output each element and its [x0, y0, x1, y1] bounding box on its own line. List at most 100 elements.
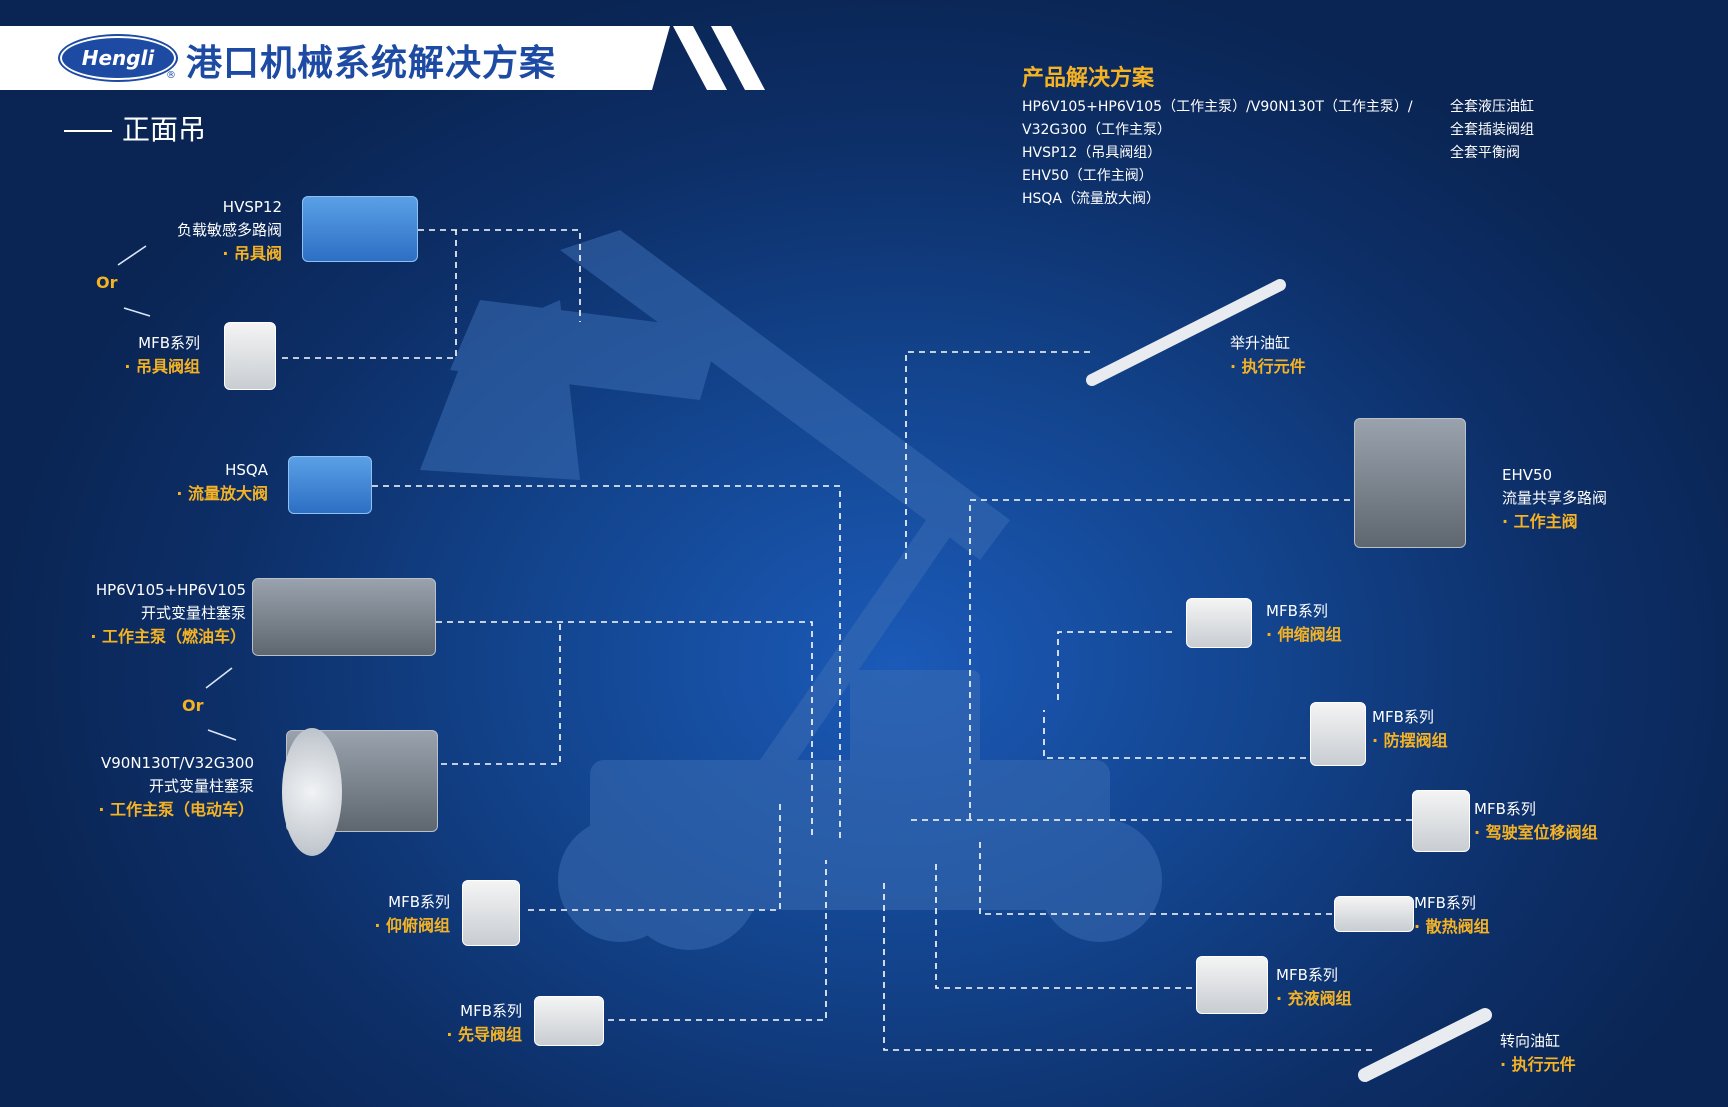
arrow-down-1	[123, 307, 151, 317]
label-name: V90N130T/V32G300	[100, 754, 254, 772]
line-mfb-pilot	[608, 860, 827, 1021]
label-name: MFB系列	[1266, 602, 1328, 620]
mfb-tilt-valve-icon	[462, 880, 520, 946]
label-mfb-fill: MFB系列 · 充液阀组	[1276, 964, 1352, 1010]
page-title: 港口机械系统解决方案	[186, 43, 557, 84]
label-role: · 执行元件	[1500, 1055, 1576, 1074]
label-role: · 充液阀组	[1276, 989, 1352, 1008]
label-v90: V90N130T/V32G300 开式变量柱塞泵 · 工作主泵（电动车）	[98, 752, 254, 821]
label-hvsp12: HVSP12 负载敏感多路阀 · 吊具阀	[177, 196, 282, 265]
label-mfb-pilot: MFB系列 · 先导阀组	[446, 1000, 522, 1046]
wheel-rear	[1038, 818, 1162, 942]
label-mfb-tele: MFB系列 · 伸缩阀组	[1266, 600, 1342, 646]
line-mfb-cool	[979, 840, 1332, 915]
or-label-1: Or	[96, 273, 118, 292]
line-steer-cyl	[883, 880, 1372, 1051]
label-hp6v: HP6V105+HP6V105 开式变量柱塞泵 · 工作主泵（燃油车）	[90, 579, 246, 648]
label-lift-cyl: 举升油缸 · 执行元件	[1230, 332, 1306, 378]
line-mfb-fill	[935, 860, 1192, 989]
hp6v-pump-icon	[252, 578, 436, 656]
label-mfb-sway: MFB系列 · 防摆阀组	[1372, 706, 1448, 752]
label-name: MFB系列	[388, 893, 450, 911]
label-role: · 吊具阀组	[124, 357, 200, 376]
label-mfb-spreader: MFB系列 · 吊具阀组	[124, 332, 200, 378]
label-hsqa: HSQA · 流量放大阀	[176, 459, 268, 505]
line-v90	[430, 622, 561, 765]
v90-pump-flange-icon	[282, 728, 342, 856]
line-mfb-spreader	[282, 230, 457, 359]
solution-item: 全套插装阀组	[1450, 122, 1534, 138]
label-name: MFB系列	[1474, 800, 1536, 818]
line-mfb-tele	[1057, 631, 1172, 700]
solutions-list-1: HP6V105+HP6V105（工作主泵）/V90N130T（工作主泵）/ V3…	[1022, 96, 1413, 211]
line-hsqa	[372, 485, 841, 840]
label-desc: 流量共享多路阀	[1502, 489, 1608, 507]
cylinders	[1086, 279, 1492, 1082]
label-steer-cyl: 转向油缸 · 执行元件	[1500, 1030, 1576, 1076]
solution-item: 全套平衡阀	[1450, 145, 1520, 161]
hengli-logo: Hengli	[60, 36, 176, 80]
label-name: MFB系列	[1276, 966, 1338, 984]
label-name: MFB系列	[1372, 708, 1434, 726]
spreader-arm-shape	[420, 300, 580, 480]
label-role: · 流量放大阀	[176, 484, 268, 503]
label-name: HVSP12	[222, 198, 282, 216]
hsqa-valve-icon	[288, 456, 372, 514]
label-desc: 负载敏感多路阀	[176, 221, 282, 239]
label-desc: 开式变量柱塞泵	[140, 604, 246, 622]
label-mfb-cool: MFB系列 · 散热阀组	[1414, 892, 1490, 938]
mfb-tele-valve-icon	[1186, 598, 1252, 648]
line-hvsp12	[418, 229, 581, 322]
header-banner: Hengli ® 港口机械系统解决方案	[0, 26, 770, 90]
label-name: MFB系列	[1414, 894, 1476, 912]
label-name: HSQA	[225, 461, 268, 479]
or-arrows	[117, 245, 237, 741]
mfb-spreader-valve-icon	[224, 322, 276, 390]
label-name: MFB系列	[138, 334, 200, 352]
subtitle-text: 正面吊	[122, 113, 207, 146]
connector-lines	[282, 229, 1412, 1051]
logo-text: Hengli	[81, 46, 155, 70]
label-name: 转向油缸	[1500, 1032, 1561, 1050]
label-role: · 驾驶室位移阀组	[1474, 823, 1598, 842]
wheel-front-2	[558, 818, 682, 942]
label-role: · 吊具阀	[222, 244, 282, 263]
steer-cylinder-icon	[1358, 1008, 1492, 1082]
reach-stacker-silhouette	[420, 230, 1162, 950]
label-role: · 伸缩阀组	[1266, 625, 1342, 644]
lift-cylinder-icon	[1086, 279, 1286, 386]
arrow-up-2	[205, 667, 233, 689]
line-lift-cyl	[905, 351, 1090, 560]
label-role: · 先导阀组	[446, 1025, 522, 1044]
mfb-fill-valve-icon	[1196, 956, 1268, 1014]
label-name: EHV50	[1502, 466, 1553, 484]
label-mfb-tilt: MFB系列 · 仰俯阀组	[374, 891, 450, 937]
solution-item: HVSP12（吊具阀组）	[1022, 145, 1162, 161]
label-role: · 工作主泵（燃油车）	[90, 627, 246, 646]
label-role: · 工作主泵（电动车）	[98, 800, 254, 819]
solutions-title: 产品解决方案	[1022, 66, 1155, 91]
solution-item: V32G300（工作主泵）	[1022, 122, 1171, 138]
label-name: 举升油缸	[1230, 334, 1291, 352]
ehv50-valve-icon	[1354, 418, 1466, 548]
solutions-list-2: 全套液压油缸 全套插装阀组 全套平衡阀	[1450, 96, 1534, 165]
line-ehv50	[969, 499, 1350, 820]
label-role: · 防摆阀组	[1372, 731, 1448, 750]
solution-item: 全套液压油缸	[1450, 99, 1534, 115]
subtitle-dash	[64, 130, 112, 132]
or-label-2: Or	[182, 696, 204, 715]
mfb-pilot-valve-icon	[534, 996, 604, 1046]
arrow-down-2	[207, 729, 237, 741]
arrow-up-1	[117, 245, 147, 266]
boom-shape	[560, 230, 1010, 560]
solution-item: EHV50（工作主阀）	[1022, 168, 1153, 184]
label-role: · 仰俯阀组	[374, 916, 450, 935]
hvsp12-valve-icon	[302, 196, 418, 262]
mfb-cool-valve-icon	[1334, 896, 1414, 932]
label-mfb-cab: MFB系列 · 驾驶室位移阀组	[1474, 798, 1598, 844]
label-name: HP6V105+HP6V105	[95, 581, 246, 599]
label-name: MFB系列	[460, 1002, 522, 1020]
page-subtitle: 正面吊	[64, 108, 206, 148]
registered-mark: ®	[166, 70, 176, 81]
